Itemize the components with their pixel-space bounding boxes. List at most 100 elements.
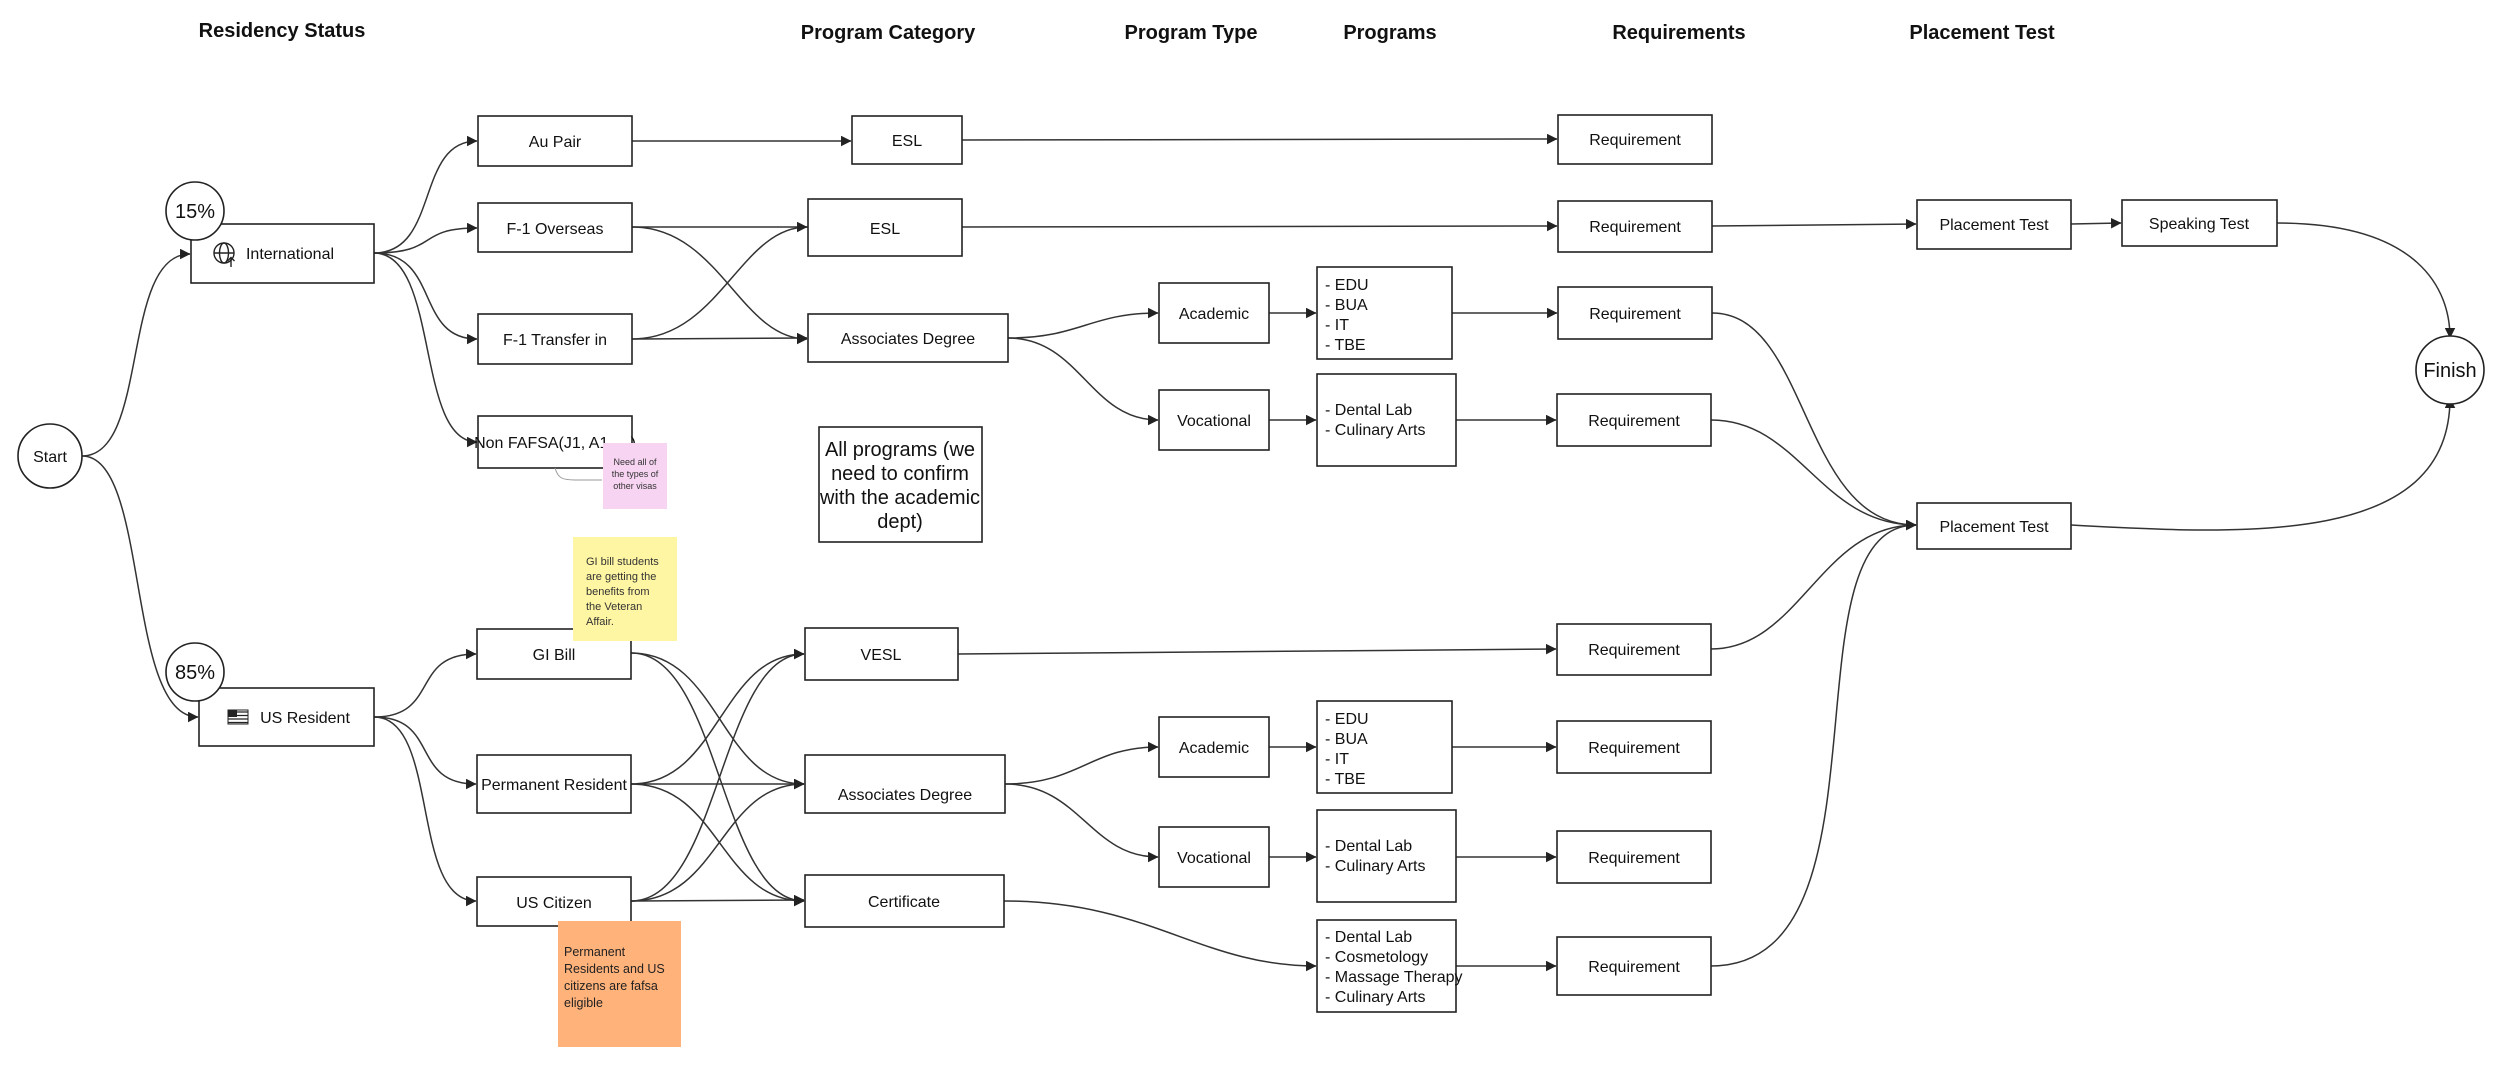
sticky-yellow-line: benefits from: [586, 586, 650, 598]
start-label: Start: [33, 449, 67, 466]
placement-test-node-2: [1916, 502, 2072, 550]
vesl-label: VESL: [861, 647, 902, 664]
sticky-orange-line: Permanent: [564, 945, 626, 959]
certificate-node: [804, 874, 1005, 928]
sticky-orange-line: Residents and US: [564, 962, 665, 976]
sticky-yellow-line: the Veteran: [586, 601, 642, 613]
requirement-node-3: [1557, 286, 1713, 340]
requirement-label: Requirement: [1589, 219, 1681, 236]
us-resident-label: US Resident: [260, 710, 350, 727]
globe-upload-icon: [213, 242, 235, 267]
associates-us-label: Associates Degree: [838, 787, 972, 804]
us-flag-icon: [227, 709, 249, 725]
placement-test-label: Placement Test: [1939, 519, 2049, 536]
associates-intl-node: [807, 313, 1009, 363]
requirement-node-6: [1556, 720, 1712, 774]
all-programs-line-3: with the academic: [819, 487, 980, 509]
permanent-resident-node: [476, 754, 632, 814]
requirement-node-4: [1556, 393, 1712, 447]
sticky-note-yellow: [573, 537, 677, 641]
start-node: [17, 423, 83, 489]
sticky-yellow-line: GI bill students: [586, 556, 659, 568]
header-requirements: Requirements: [1612, 22, 1745, 44]
vesl-node: [804, 627, 959, 681]
program-item: - BUA: [1325, 297, 1368, 314]
requirement-node-7: [1556, 830, 1712, 884]
vocational-label-2: Vocational: [1177, 850, 1251, 867]
requirement-node-8: [1556, 936, 1712, 996]
academic-label-2: Academic: [1179, 740, 1249, 757]
finish-node: [2415, 335, 2485, 405]
f1-transfer-label: F-1 Transfer in: [503, 332, 607, 349]
program-item: - Dental Lab: [1325, 402, 1412, 419]
placement-test-node-1: [1916, 199, 2072, 250]
requirement-label: Requirement: [1588, 959, 1680, 976]
program-item: - Culinary Arts: [1325, 989, 1425, 1006]
all-programs-note: [818, 426, 983, 543]
header-program-category: Program Category: [801, 22, 976, 44]
gi-bill-label: GI Bill: [533, 647, 576, 664]
program-item: - TBE: [1325, 771, 1366, 788]
vocational-node-2: [1158, 826, 1270, 888]
programs-academic-us: [1316, 700, 1453, 794]
vocational-label-1: Vocational: [1177, 413, 1251, 430]
certificate-label: Certificate: [868, 894, 940, 911]
speaking-test-label: Speaking Test: [2149, 216, 2250, 233]
f1-overseas-label: F-1 Overseas: [507, 221, 604, 238]
sticky-orange-line: citizens are fafsa: [564, 979, 658, 993]
associates-intl-label: Associates Degree: [841, 331, 975, 348]
edges: [81, 133, 2456, 972]
program-item: - Cosmetology: [1325, 949, 1428, 966]
esl-label-2: ESL: [870, 221, 900, 238]
vocational-node-1: [1158, 389, 1270, 451]
program-item: - Massage Therapy: [1325, 969, 1463, 986]
requirement-label: Requirement: [1589, 132, 1681, 149]
esl-label-1: ESL: [892, 133, 922, 150]
program-item: - IT: [1325, 751, 1349, 768]
pct-international-circle: [165, 181, 225, 241]
sticky-yellow-line: are getting the: [586, 571, 656, 583]
program-item: - TBE: [1325, 337, 1366, 354]
finish-label: Finish: [2423, 360, 2476, 382]
sticky-pink-line: the types of: [612, 469, 659, 479]
header-program-type: Program Type: [1125, 22, 1258, 44]
f1-transfer-node: [477, 313, 633, 365]
programs-academic-intl: [1316, 266, 1453, 360]
academic-node-1: [1158, 282, 1270, 344]
all-programs-line-4: dept): [877, 511, 923, 533]
international-label: International: [246, 246, 334, 263]
associates-us-node: [804, 754, 1006, 814]
program-item: - Dental Lab: [1325, 929, 1412, 946]
permanent-resident-label: Permanent Resident: [481, 777, 627, 794]
program-item: - Culinary Arts: [1325, 422, 1425, 439]
header-programs: Programs: [1343, 22, 1436, 44]
requirement-label: Requirement: [1588, 740, 1680, 757]
program-item: - BUA: [1325, 731, 1368, 748]
us-citizen-node: [476, 876, 632, 927]
programs-certificate-us: [1316, 919, 1457, 1013]
program-item: - EDU: [1325, 711, 1369, 728]
speaking-test-node: [2121, 199, 2278, 247]
pct-us-label: 85%: [175, 662, 215, 684]
requirement-node-1: [1557, 114, 1713, 165]
pct-international-label: 15%: [175, 201, 215, 223]
sticky-pink-line: other visas: [613, 481, 657, 491]
requirement-label: Requirement: [1588, 642, 1680, 659]
sticky-orange-line: eligible: [564, 996, 603, 1010]
esl-node-1: [851, 115, 963, 165]
header-placement-test: Placement Test: [1909, 22, 2055, 44]
placement-test-label: Placement Test: [1939, 217, 2049, 234]
program-item: - Dental Lab: [1325, 838, 1412, 855]
sticky-yellow-line: Affair.: [586, 616, 614, 628]
sticky-pink-line: Need all of: [613, 457, 657, 467]
requirement-node-5: [1556, 623, 1712, 676]
academic-node-2: [1158, 716, 1270, 778]
us-citizen-label: US Citizen: [516, 895, 592, 912]
au-pair-node: [477, 115, 633, 167]
esl-node-2: [807, 198, 963, 257]
non-fafsa-label: Non FAFSA(J1, A1, ...): [474, 435, 636, 452]
au-pair-label: Au Pair: [529, 134, 582, 151]
program-item: - IT: [1325, 317, 1349, 334]
requirement-label: Requirement: [1589, 306, 1681, 323]
